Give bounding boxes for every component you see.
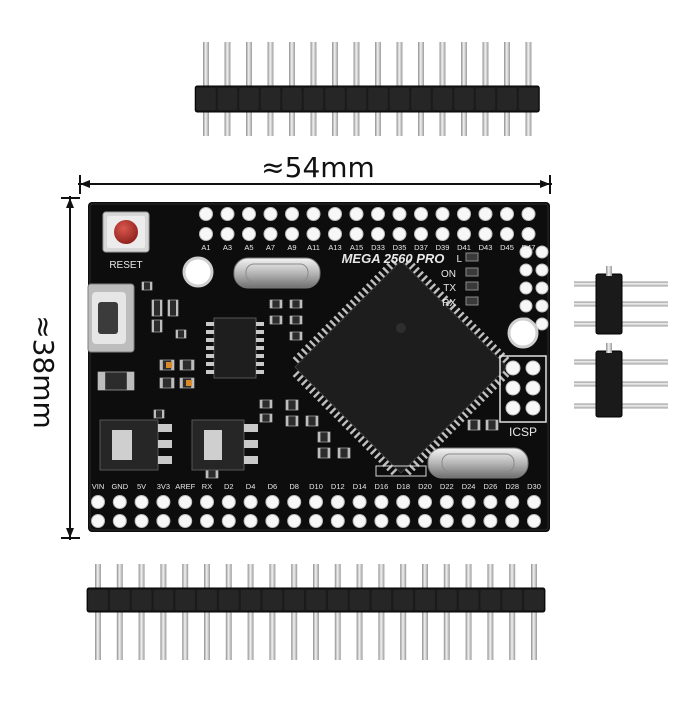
bottom-pin-label: AREF [175, 482, 195, 491]
bottom-pin-label: D26 [484, 482, 498, 491]
micro-usb-port-icon [87, 283, 135, 353]
header-pin-strip-top [194, 42, 540, 136]
crystal-oscillator-lower-icon [427, 447, 529, 479]
width-dimension: ≈54mm [78, 151, 552, 194]
top-pin-label: A7 [266, 243, 275, 252]
bottom-pin-label: D2 [224, 482, 234, 491]
reset-label: RESET [109, 260, 142, 271]
voltage-regulator-right-icon [191, 419, 258, 471]
top-pin-holes [199, 207, 536, 241]
bottom-pin-label: D4 [246, 482, 256, 491]
bottom-pin-label: D20 [418, 482, 432, 491]
bottom-pin-label: D14 [353, 482, 367, 491]
bottom-pin-label: D18 [396, 482, 410, 491]
led-label: RX [442, 298, 456, 309]
bottom-pin-label: D22 [440, 482, 454, 491]
top-pin-label: A13 [328, 243, 341, 252]
top-pin-label: D45 [500, 243, 514, 252]
led-labels: LON TX RX [441, 252, 479, 309]
width-label: ≈54mm [261, 151, 375, 184]
header-pin-strip-right-lower [574, 343, 668, 418]
bottom-pin-label: D8 [289, 482, 299, 491]
bottom-pin-labels: VIN GND 5V 3V3 AREF RX D2 D4 D6 D8 D10 D12 D14 D16 D18… [92, 482, 541, 491]
top-pin-labels: A1 A3 A5 A7 A9 A11 A13 A15 D33 D35 D37 D39 D41 D43 D45… [201, 243, 535, 252]
mounting-hole-right [507, 317, 539, 349]
top-pin-label: D39 [436, 243, 450, 252]
top-pin-label: A1 [201, 243, 210, 252]
header-pin-strip-right-upper [574, 266, 668, 335]
smd-components [97, 281, 499, 479]
bottom-pin-label: D24 [462, 482, 476, 491]
bottom-pin-label: D28 [505, 482, 519, 491]
top-pin-label: D41 [457, 243, 471, 252]
top-pin-label: A5 [244, 243, 253, 252]
icsp-label: ICSP [509, 425, 537, 439]
header-pin-strip-bottom [86, 564, 546, 660]
led-label: TX [443, 283, 456, 294]
crystal-oscillator-icon [233, 257, 321, 289]
bottom-silk-strip [375, 465, 427, 477]
top-pin-label: D47 [522, 243, 536, 252]
bottom-pin-label: VIN [92, 482, 105, 491]
bottom-pin-label: D16 [375, 482, 389, 491]
top-pin-label: D43 [479, 243, 493, 252]
bottom-pin-label: D10 [309, 482, 323, 491]
top-pin-label: A11 [307, 243, 320, 252]
microcontroller-chip-icon [294, 260, 508, 474]
mounting-hole-top [182, 256, 214, 288]
top-pin-label: D33 [371, 243, 385, 252]
icsp-header [499, 355, 547, 423]
height-label: ≈38mm [27, 315, 60, 429]
bottom-pin-holes [91, 495, 541, 528]
chip-pin-leads [292, 258, 510, 476]
reset-button [102, 211, 150, 253]
top-pin-label: A9 [287, 243, 296, 252]
top-pin-label: A15 [350, 243, 363, 252]
bottom-pin-label: D6 [268, 482, 278, 491]
bottom-pin-label: RX [202, 482, 212, 491]
bottom-pin-label: 3V3 [157, 482, 170, 491]
bottom-pin-label: 5V [137, 482, 146, 491]
bottom-pin-label: D12 [331, 482, 345, 491]
bottom-pin-label: GND [111, 482, 128, 491]
voltage-regulator-left-icon [99, 419, 172, 471]
board-name-label: MEGA 2560 PRO [342, 251, 445, 266]
usb-serial-chip-icon [206, 317, 264, 379]
top-pin-label: D37 [414, 243, 428, 252]
top-pin-label: D35 [393, 243, 407, 252]
led-label: L [456, 254, 462, 265]
height-dimension: ≈38mm [27, 196, 80, 540]
bottom-pin-label: D30 [527, 482, 541, 491]
top-pin-label: A3 [223, 243, 232, 252]
led-label: ON [441, 269, 456, 280]
